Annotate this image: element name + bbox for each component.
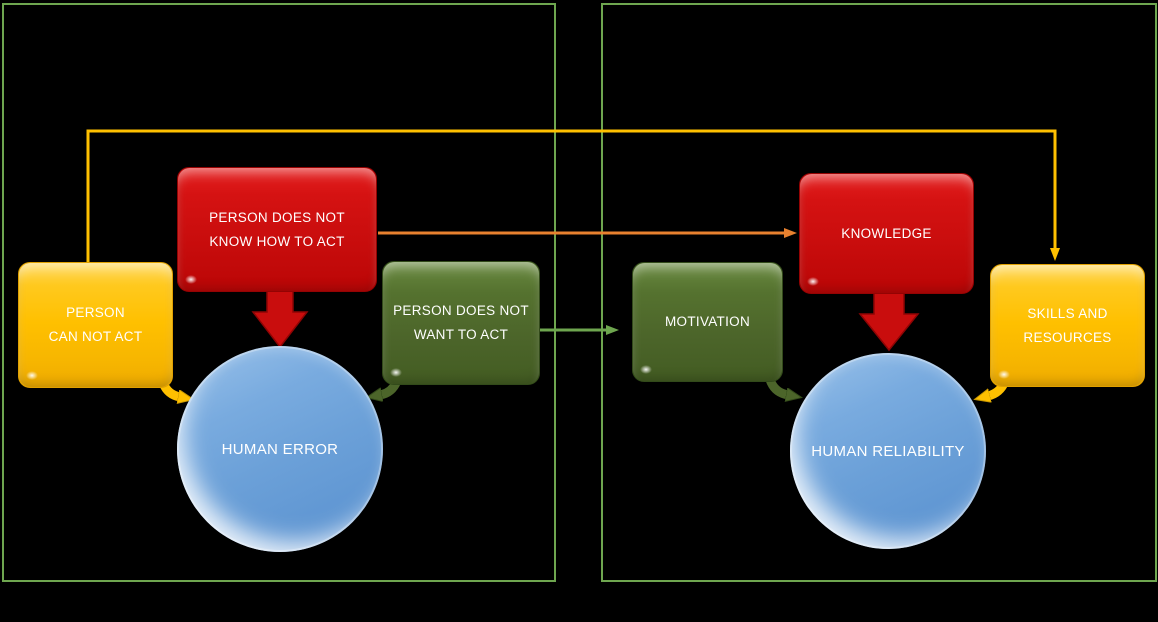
box-label-line: PERSON DOES NOT: [209, 209, 345, 225]
box-label-line: CAN NOT ACT: [48, 329, 143, 344]
connector-skills-resources-line: [86, 129, 1060, 262]
red-down-arrow-right: [858, 291, 920, 352]
person-does-not-want-box: PERSON DOES NOT WANT TO ACT: [382, 261, 540, 385]
human-error-panel: [2, 3, 556, 582]
box-label-line: KNOWLEDGE: [841, 225, 932, 241]
box-label-line: SKILLS AND: [1027, 305, 1108, 321]
person-does-not-know-box: PERSON DOES NOT KNOW HOW TO ACT: [177, 167, 377, 292]
human-reliability-circle: HUMAN RELIABILITY: [790, 353, 986, 549]
human-reliability-panel: [601, 3, 1157, 582]
motivation-box: MOTIVATION: [632, 262, 783, 382]
circle-label: HUMAN RELIABILITY: [811, 442, 965, 460]
knowledge-box: KNOWLEDGE: [799, 173, 974, 294]
box-label-line: RESOURCES: [1023, 329, 1112, 345]
red-down-arrow-left: [251, 289, 309, 349]
person-can-not-act-box: PERSON CAN NOT ACT: [18, 262, 173, 388]
box-label-line: PERSON: [66, 305, 125, 320]
circle-label: HUMAN ERROR: [221, 440, 339, 458]
box-label-line: WANT TO ACT: [413, 327, 509, 342]
box-label-line: MOTIVATION: [665, 314, 750, 329]
box-label-line: KNOW HOW TO ACT: [209, 233, 345, 249]
skills-and-resources-box: SKILLS AND RESOURCES: [990, 264, 1145, 387]
human-error-circle: HUMAN ERROR: [177, 346, 383, 552]
box-label-line: PERSON DOES NOT: [393, 303, 529, 318]
